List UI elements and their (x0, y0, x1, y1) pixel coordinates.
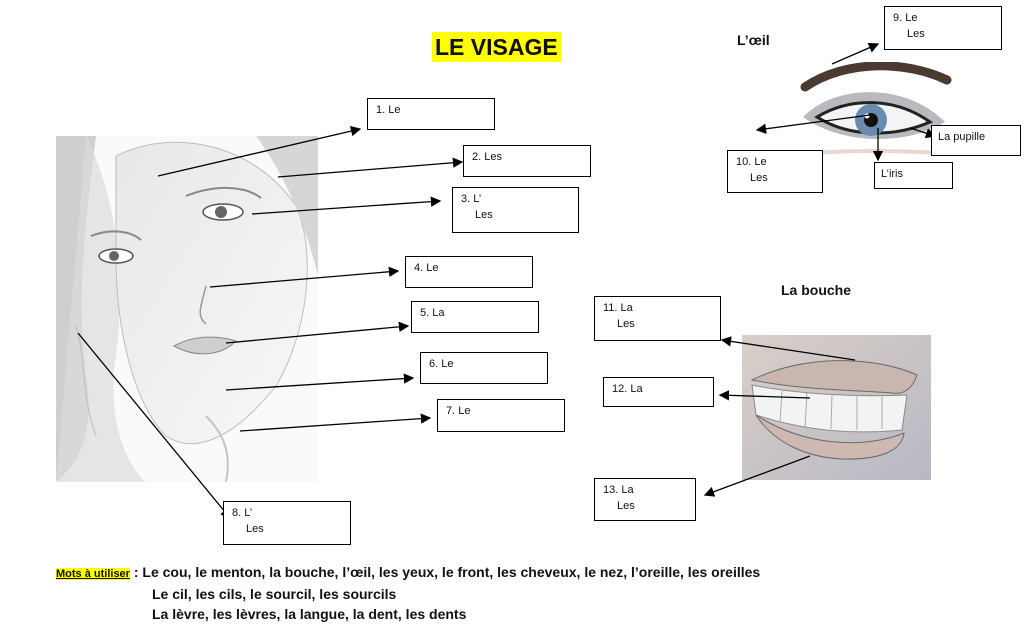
label-box-10[interactable]: 10. Le Les (727, 150, 823, 193)
label-box-9[interactable]: 9. Le Les (884, 6, 1002, 50)
label-text-plural: Les (475, 209, 493, 221)
word-list-text-1: Le cou, le menton, la bouche, l’œil, les… (142, 564, 761, 580)
label-text: 3. L’ (461, 193, 482, 205)
label-text: 8. L’ (232, 507, 253, 519)
label-box-1[interactable]: 1. Le (367, 98, 495, 130)
label-text: 4. Le (414, 262, 439, 274)
label-text: La pupille (938, 131, 986, 143)
label-text: 7. Le (446, 405, 471, 417)
word-list-label: Mots à utiliser (56, 568, 130, 580)
label-box-8[interactable]: 8. L’ Les (223, 501, 351, 545)
eye-image (795, 62, 955, 157)
word-list: Mots à utiliser : Le cou, le menton, la … (56, 562, 760, 624)
label-text-plural: Les (617, 500, 635, 512)
label-box-12[interactable]: 12. La (603, 377, 714, 407)
mouth-heading: La bouche (781, 282, 852, 298)
label-text: 11. La (603, 302, 633, 314)
page-title: LE VISAGE (432, 32, 561, 62)
label-box-13[interactable]: 13. La Les (594, 478, 696, 521)
label-text: 13. La (603, 484, 634, 496)
label-text: 10. Le (736, 156, 767, 168)
label-box-6[interactable]: 6. Le (420, 352, 548, 384)
label-text-plural: Les (750, 172, 768, 184)
label-text: L’iris (881, 168, 904, 180)
label-text: 12. La (612, 383, 643, 395)
word-list-line-1: Mots à utiliser : Le cou, le menton, la … (56, 562, 760, 584)
word-list-line-3: La lèvre, les lèvres, la langue, la dent… (152, 606, 467, 622)
label-text: 9. Le (893, 12, 918, 24)
label-box-11[interactable]: 11. La Les (594, 296, 721, 341)
word-list-line-2: Le cil, les cils, le sourcil, les sourci… (152, 586, 397, 602)
face-sketch-image (56, 136, 318, 482)
label-box-4[interactable]: 4. Le (405, 256, 533, 288)
label-text: 1. Le (376, 104, 401, 116)
label-box-iris: L’iris (874, 162, 953, 189)
label-text-plural: Les (246, 523, 264, 535)
label-box-2[interactable]: 2. Les (463, 145, 591, 177)
label-text-plural: Les (907, 28, 925, 40)
word-list-separator: : (129, 564, 139, 580)
label-box-pupille: La pupille (931, 125, 1021, 156)
label-text: 6. Le (429, 358, 454, 370)
label-text-plural: Les (617, 318, 635, 330)
label-text: 5. La (420, 307, 445, 319)
label-box-3[interactable]: 3. L’ Les (452, 187, 579, 233)
eye-heading: L’œil (737, 32, 770, 48)
label-box-7[interactable]: 7. Le (437, 399, 565, 432)
label-text: 2. Les (472, 151, 502, 163)
label-box-5[interactable]: 5. La (411, 301, 539, 333)
